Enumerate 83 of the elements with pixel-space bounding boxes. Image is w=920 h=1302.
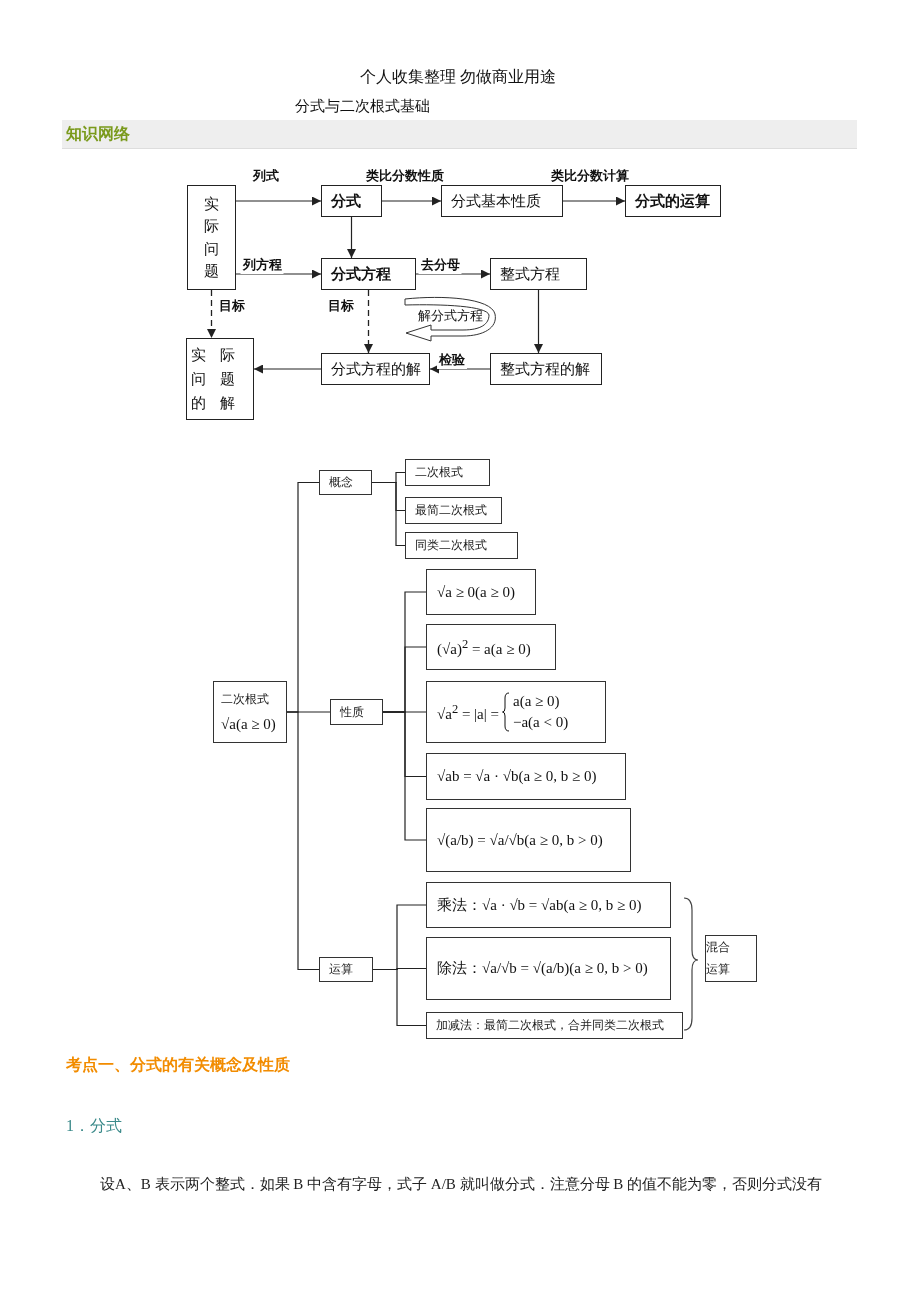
- topic-box: [705, 935, 757, 982]
- paragraph: 设A、B 表示两个整式．如果 B 中含有字母，式子 A/B 就叫做分式．注意分母 B 的值不能为零，否则分式没有: [100, 1175, 824, 1194]
- section-heading: 考点一、分式的有关概念及性质: [66, 1055, 290, 1076]
- edge-label: 检验: [437, 351, 467, 369]
- arrow: [381, 196, 442, 206]
- topic-label: 最简二次根式: [414, 502, 488, 519]
- topic-label: 性质: [339, 703, 365, 721]
- formula: 除法：√a/√b = √(a/b)(a ≥ 0, b > 0): [437, 959, 648, 978]
- step-label: 分式: [330, 191, 362, 211]
- process-box: [186, 338, 254, 420]
- step-label: 分式方程的解: [330, 359, 422, 379]
- arrow: [253, 364, 322, 374]
- edge-label: 去分母: [418, 256, 462, 274]
- formula: (√a)$^{2}$ = a(a ≥ 0): [437, 636, 531, 658]
- topic-box: [330, 699, 383, 725]
- step-label: 分式方程: [330, 264, 392, 284]
- process-box: [321, 185, 382, 217]
- subsection-heading: 1．分式: [66, 1116, 122, 1136]
- process-box: [490, 258, 587, 290]
- arrow: [347, 216, 356, 259]
- dashed-arrow: [364, 289, 373, 354]
- topic-label: 同类二次根式: [414, 537, 488, 554]
- formula-box: [426, 569, 536, 615]
- arrow: [235, 269, 322, 279]
- topic-box: [213, 681, 287, 743]
- section-heading: 知识网络: [66, 123, 130, 145]
- connector-line: [382, 711, 427, 841]
- edge-label: 目标: [326, 297, 356, 315]
- formula-box: [426, 937, 671, 1000]
- arrow: [429, 364, 491, 374]
- topic-label: 运算: [328, 961, 354, 978]
- connector-line: [372, 968, 427, 1027]
- topic-label: 加减法：最简二次根式，合并同类二次根式: [435, 1017, 665, 1034]
- step-label: 实际问题: [204, 193, 219, 282]
- process-box: [625, 185, 721, 217]
- formula: √ab = √a · √b(a ≥ 0, b ≥ 0): [437, 768, 597, 785]
- process-box: [441, 185, 563, 217]
- edge-label: 类比分数计算: [549, 167, 631, 185]
- formula: √a ≥ 0(a ≥ 0): [437, 583, 515, 601]
- formula: a(a ≥ 0): [513, 693, 561, 710]
- step-label: 整式方程的解: [499, 359, 591, 379]
- formula-box: [426, 882, 671, 928]
- arrow: [235, 196, 322, 206]
- step-label: 分式基本性质: [450, 191, 542, 211]
- topic-label: 二次根式: [414, 464, 464, 481]
- topic-label: 概念: [328, 474, 354, 491]
- process-box: [321, 258, 416, 290]
- formula-box: [426, 808, 631, 872]
- loop-arrow: [403, 296, 497, 344]
- edge-label: 类比分数性质: [364, 167, 446, 185]
- page-title: 分式与二次根式基础: [295, 97, 430, 116]
- topic-box: [405, 532, 518, 559]
- dashed-arrow: [207, 289, 216, 339]
- connector-line: [286, 711, 320, 971]
- topic-box: [405, 459, 490, 486]
- topic-label: 混合运算: [706, 938, 731, 978]
- topic-box: [319, 470, 372, 495]
- formula: −a(a < 0): [513, 714, 569, 731]
- connector-line: [371, 481, 406, 547]
- formula-box: [426, 624, 556, 670]
- formula: √(a/b) = √a/√b(a ≥ 0, b > 0): [437, 831, 603, 849]
- edge-label: 列方程: [240, 256, 284, 274]
- process-box: [321, 353, 430, 385]
- formula: 乘法：√a · √b = √ab(a ≥ 0, b ≥ 0): [437, 895, 642, 915]
- formula-box: [426, 753, 626, 800]
- topic-box: [405, 497, 502, 524]
- edge-label: 目标: [217, 297, 247, 315]
- step-label: 解分式方程: [417, 307, 483, 325]
- topic-box: [426, 1012, 683, 1039]
- topic-box: [319, 957, 373, 982]
- formula-box: [426, 681, 606, 743]
- step-label: 整式方程: [499, 264, 561, 284]
- step-label: 分式的运算: [634, 191, 711, 211]
- process-box: [187, 185, 236, 290]
- topic-label: 二次根式: [221, 691, 269, 708]
- process-box: [490, 353, 602, 385]
- header-note: 个人收集整理 勿做商业用途: [360, 67, 556, 87]
- step-label: 实际问题的解: [190, 345, 249, 414]
- edge-label: 列式: [251, 167, 281, 185]
- formula: √a$^{2}$ = |a| =: [437, 701, 499, 723]
- arrow: [534, 289, 543, 354]
- formula: √a(a ≥ 0): [221, 716, 276, 733]
- arrow: [562, 196, 626, 206]
